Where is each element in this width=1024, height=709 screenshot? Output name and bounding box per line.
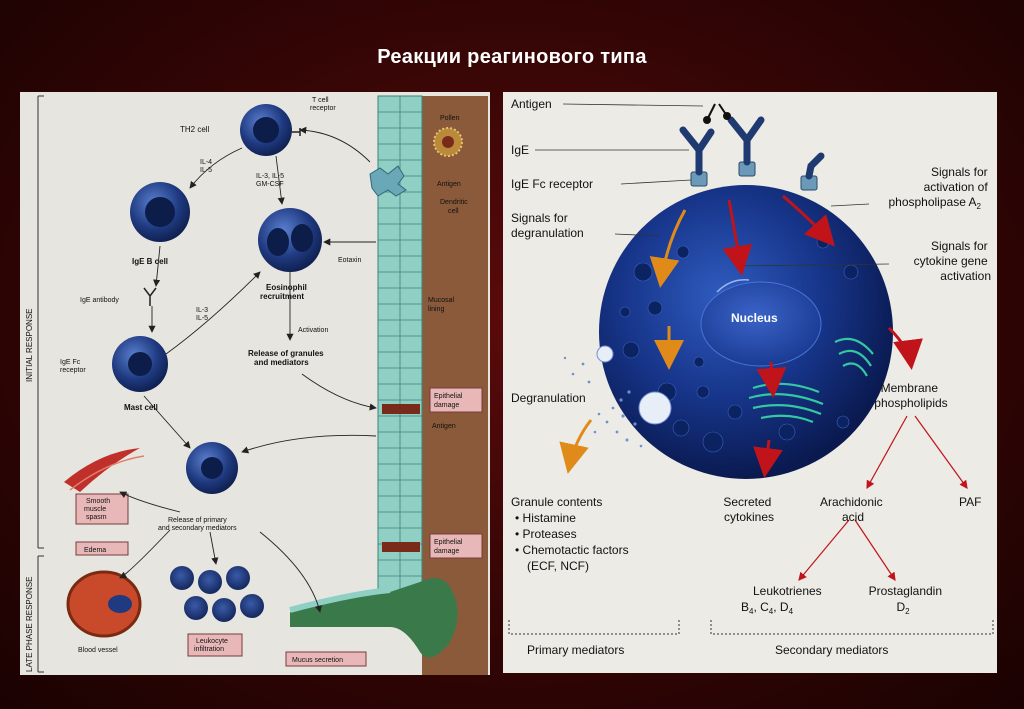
primary-mediators-bracket <box>508 620 680 635</box>
cytokine-secretion-arrow <box>753 439 783 478</box>
ige-antibodies <box>679 116 825 180</box>
arachidonic-acid-label: Arachidonic acid <box>820 495 886 524</box>
cytokine-pointer <box>734 263 890 267</box>
t-cell-receptor-shape <box>292 128 301 136</box>
th2-cell-label: TH2 cell <box>180 125 210 134</box>
epithelial-damage-box-1 <box>429 387 483 413</box>
nucleus-label: Nucleus <box>731 311 778 325</box>
ige-antibody-label: IgE antibody <box>80 297 119 304</box>
antigen-mid-label: Antigen <box>432 423 456 430</box>
edema-box <box>75 541 129 556</box>
secreted-cytokines-label: Secreted cytokines <box>723 495 774 524</box>
membrane-phospholipid-arrow <box>887 326 923 370</box>
fc-receptor-pointer <box>620 179 692 185</box>
paf-label: PAF <box>959 495 981 509</box>
late-phase-response-label: LATE PHASE RESPONSE <box>25 577 34 672</box>
cytokine-signal-arrow-2 <box>756 361 787 398</box>
blood-vessel-label: Blood vessel <box>78 647 118 654</box>
eosinophil <box>258 208 322 272</box>
secondary-mediators-bracket <box>710 620 994 635</box>
damage-mark-2 <box>382 542 420 552</box>
antigen-top-label: Antigen <box>437 181 461 188</box>
degranulation-label: Degranulation <box>511 391 586 405</box>
pollen-label: Pollen <box>440 115 460 122</box>
damage-mark-1 <box>382 404 420 414</box>
edema-label: Edema <box>84 547 106 554</box>
granule-contents-list: • Histamine • Proteases • Chemotactic fa… <box>515 511 632 573</box>
smooth-muscle-box <box>75 493 129 525</box>
leukocyte-box <box>187 633 243 657</box>
epithelial-damage-box-2 <box>429 533 483 559</box>
left-diagram: INITIAL RESPONSE LATE PHASE RESPONSE Pol… <box>25 95 488 675</box>
mucus-secretion-label: Mucus secretion <box>292 657 343 664</box>
primary-mediators-label: Primary mediators <box>527 643 624 657</box>
nucleus <box>700 281 822 367</box>
right-diagram-panel: Nucleus Antigen IgE IgE Fc receptor Sign… <box>503 92 997 673</box>
secondary-mediators-label: Secondary mediators <box>775 643 888 657</box>
ige-antibody-shape <box>143 287 157 306</box>
mucus-gland <box>290 578 458 658</box>
membrane-phospholipids-label: Membrane phospholipids <box>874 381 947 410</box>
antigen-molecule <box>703 103 731 124</box>
ige-fc-receptors <box>690 161 818 191</box>
right-diagram: Nucleus Antigen IgE IgE Fc receptor Sign… <box>508 97 994 657</box>
slide-title: Реакции реагинового типа <box>377 46 647 68</box>
ige-label: IgE <box>511 143 529 157</box>
cytokine-signal-arrow <box>722 199 753 276</box>
antigen-pointer <box>562 103 704 107</box>
prostaglandin-label: Prostaglandin D2 <box>869 584 946 616</box>
signals-cytokine-label: Signals for cytokine gene activation <box>914 239 991 283</box>
degranulation-spray <box>563 345 672 448</box>
antigen-label: Antigen <box>511 97 552 111</box>
blood-vessel <box>66 570 142 638</box>
degranulation-pointer <box>614 233 660 237</box>
phospholipid-split-arrows <box>798 415 968 581</box>
dendritic-cell <box>369 165 407 197</box>
degranulation-signal-arrow <box>649 209 687 288</box>
ige-fc-receptor-label: IgE Fc receptor <box>511 177 593 191</box>
ige-b-cell-label: IgE B cell <box>132 257 168 266</box>
mast-cell-label: Mast cell <box>124 403 158 412</box>
left-diagram-panel: INITIAL RESPONSE LATE PHASE RESPONSE Pol… <box>20 92 490 675</box>
mucus-secretion-box <box>285 651 367 667</box>
leukotrienes-label: Leukotrienes B4, C4, D4 <box>741 584 825 616</box>
left-arrows <box>119 126 377 613</box>
phospholipase-pointer <box>830 203 870 207</box>
initial-response-label: INITIAL RESPONSE <box>25 309 34 383</box>
signals-phospholipase-label: Signals for activation of phospholipase … <box>888 165 991 211</box>
activation-label: Activation <box>298 327 328 334</box>
leukocytes <box>170 566 264 622</box>
eotaxin-label: Eotaxin <box>338 257 361 264</box>
granule-release-arrow <box>559 419 593 474</box>
phospholipase-signal-arrow <box>782 194 836 247</box>
granule-contents-title: Granule contents <box>511 495 602 509</box>
